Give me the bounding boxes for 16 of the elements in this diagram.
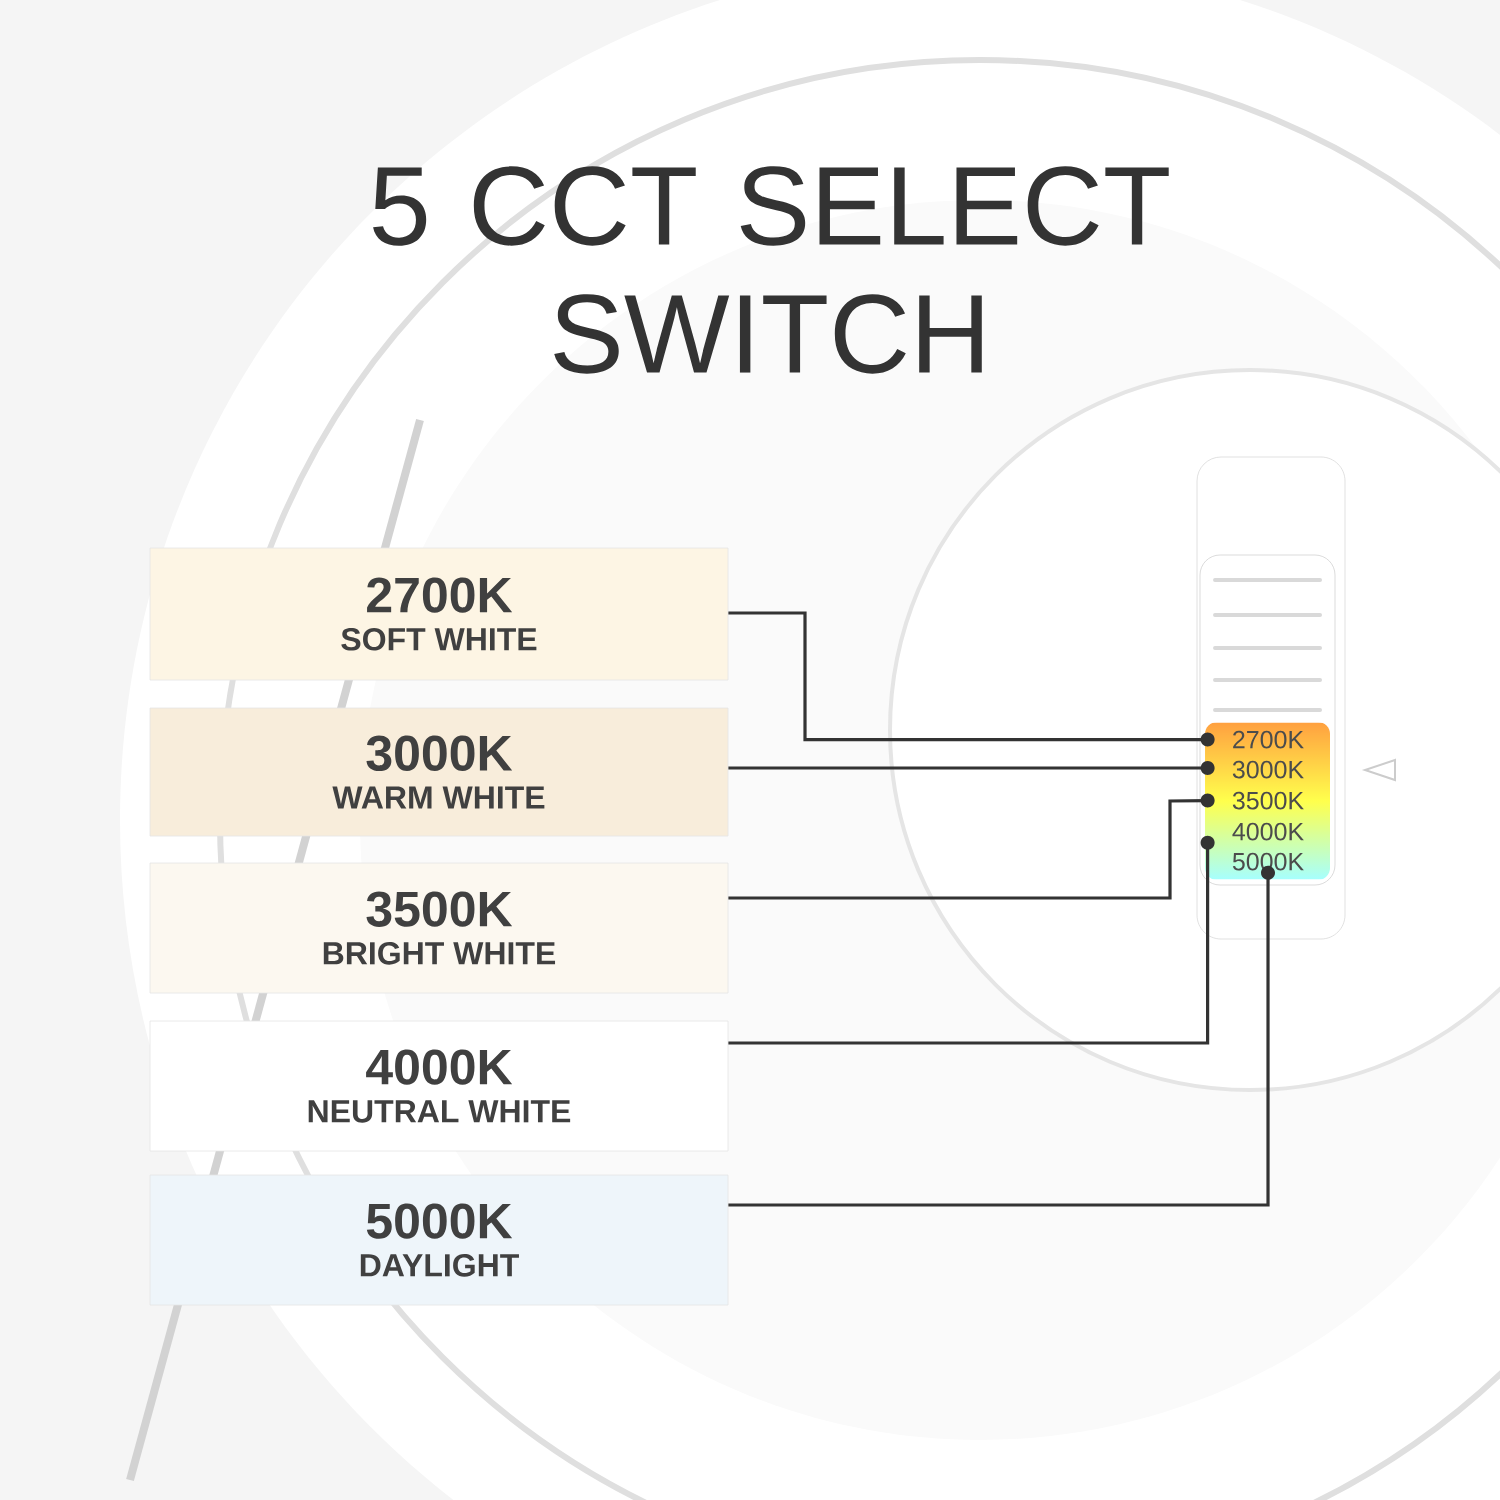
color-temperature-box: 2700K SOFT WHITE [149,547,729,681]
leader-line [728,865,1275,1207]
color-temperature-box: 5000K DAYLIGHT [149,1174,729,1306]
leader-line [728,835,1215,1045]
color-temperature-box: 3000K WARM WHITE [149,707,729,837]
leader-line [728,761,1215,775]
leader-line [728,793,1215,900]
setting-label: 3500K [1232,791,1304,810]
leader-line [728,611,1215,747]
setting-label: 3000K [1232,760,1304,779]
setting-label: 5000K [1232,852,1304,871]
title: 5 CCT SELECT SWITCH [373,166,1169,374]
setting-label: 4000K [1232,822,1304,841]
color-temperature-box: 4000K NEUTRAL WHITE [149,1020,729,1152]
setting-label: 2700K [1233,730,1304,749]
color-temperature-box: 3500K BRIGHT WHITE [149,862,729,994]
